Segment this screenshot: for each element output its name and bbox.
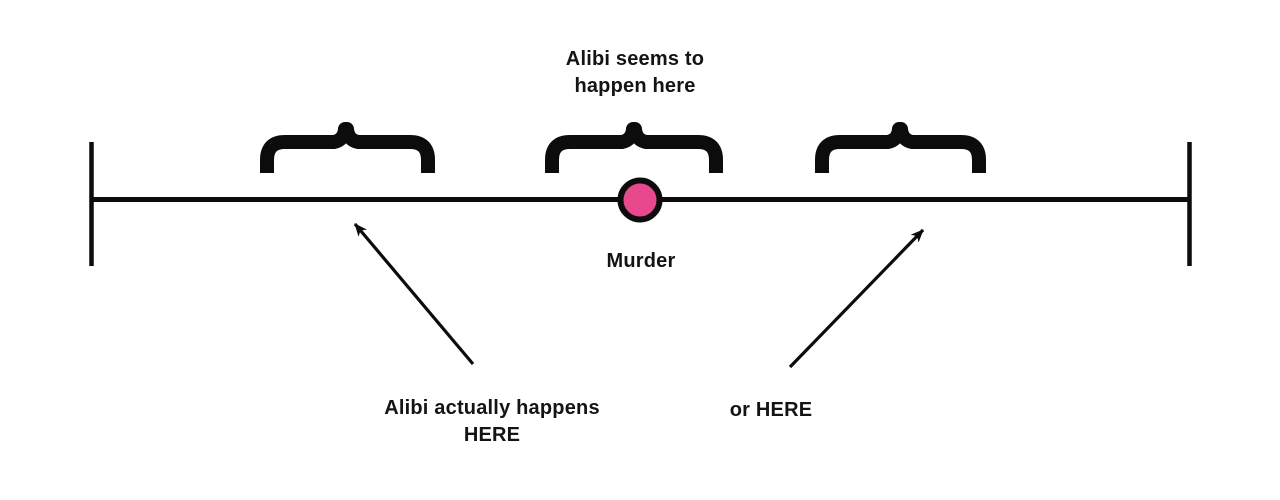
- murder-label: Murder: [606, 250, 676, 272]
- interval-brace-center: [545, 122, 723, 173]
- interval-brace-left: [260, 122, 435, 173]
- murder-dot: [617, 177, 663, 223]
- arrow-to-right-interval: [788, 228, 925, 369]
- alibi-seems-label: Alibi seems to happen here: [565, 48, 705, 97]
- interval-brace-right: [815, 122, 986, 173]
- arrow-to-left-interval: [353, 222, 475, 366]
- alibi-actually-label: Alibi actually happens HERE: [384, 397, 600, 446]
- or-here-label: or HERE: [729, 399, 813, 421]
